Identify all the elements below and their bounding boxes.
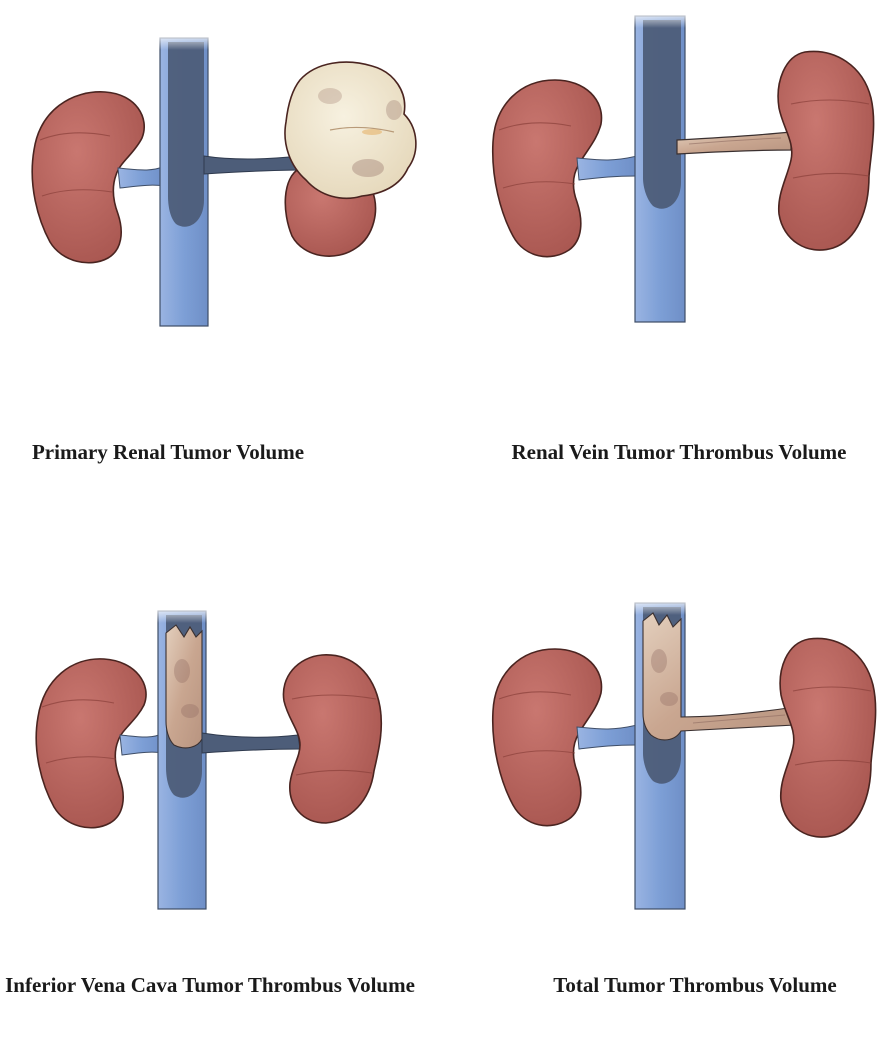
caption-renal-vein-thrombus-volume: Renal Vein Tumor Thrombus Volume — [512, 440, 847, 465]
total-thrombus-illustration — [445, 521, 890, 1042]
ivc-thrombus-illustration — [0, 521, 445, 1042]
right-kidney — [780, 638, 875, 837]
panel-renal-vein-thrombus: Renal Vein Tumor Thrombus Volume — [445, 0, 890, 521]
caption-total-thrombus-volume: Total Tumor Thrombus Volume — [553, 973, 836, 998]
renal-vein-thrombus — [677, 132, 791, 154]
primary-renal-tumor — [285, 62, 416, 198]
caption-primary-renal-tumor-volume: Primary Renal Tumor Volume — [32, 440, 304, 465]
right-kidney — [778, 51, 873, 250]
ivc-thrombus — [166, 625, 202, 748]
caption-ivc-thrombus-volume: Inferior Vena Cava Tumor Thrombus Volume — [5, 973, 415, 998]
panel-ivc-thrombus: Inferior Vena Cava Tumor Thrombus Volume — [0, 521, 445, 1042]
panel-total-thrombus: Total Tumor Thrombus Volume — [445, 521, 890, 1042]
panel-primary-renal-tumor: Primary Renal Tumor Volume — [0, 0, 445, 521]
